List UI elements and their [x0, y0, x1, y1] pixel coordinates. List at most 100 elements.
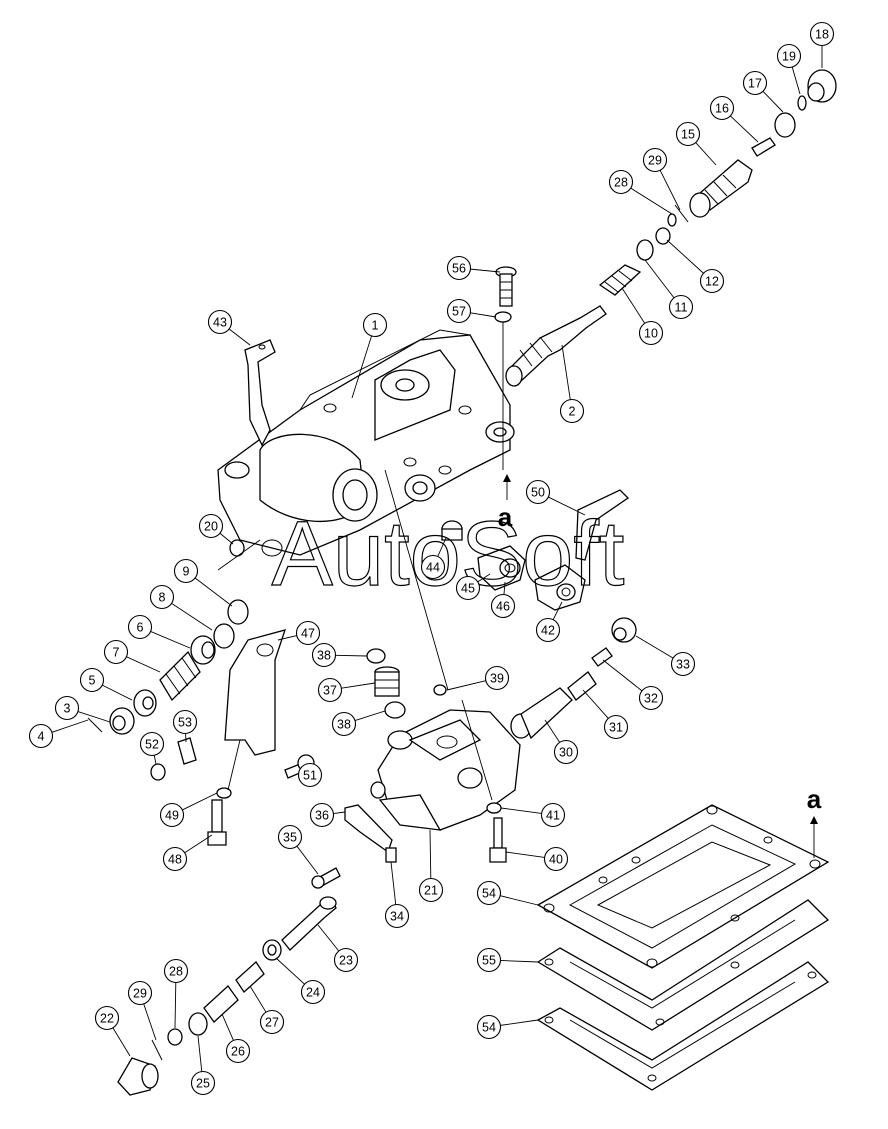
- callout-circle: [642, 147, 668, 173]
- callout-number: 38: [317, 649, 331, 663]
- callout-circle: [163, 958, 189, 984]
- callout-10: 10: [621, 287, 664, 346]
- callout-circle: [331, 711, 357, 737]
- bolt-48: [207, 799, 227, 846]
- callout-number: 25: [196, 1077, 210, 1091]
- callout-number: 45: [461, 582, 475, 596]
- collar-17: [774, 112, 796, 138]
- callout-leader: [296, 845, 319, 875]
- fitting-20b: [261, 539, 283, 557]
- callout-34: 34: [384, 861, 410, 929]
- valve-body-21: [370, 709, 521, 831]
- fitting-45-46: [477, 545, 526, 591]
- callout-28: 28: [163, 958, 189, 1029]
- callout-number: 56: [452, 262, 466, 276]
- callout-circle: [127, 980, 153, 1006]
- callout-number: 34: [390, 910, 404, 924]
- callout-28: 28: [608, 169, 673, 215]
- control-shaft: [505, 305, 607, 387]
- callout-number: 54: [482, 887, 496, 901]
- callout-number: 19: [782, 50, 796, 64]
- plug-33: [611, 617, 637, 643]
- callout-leader: [500, 895, 539, 906]
- pin-29-upper: [674, 204, 689, 223]
- callout-number: 48: [168, 853, 182, 867]
- callout-21: 21: [418, 829, 444, 903]
- callout-24: 24: [275, 957, 326, 1005]
- callout-55: 55: [476, 947, 539, 973]
- callout-leader: [548, 496, 586, 516]
- callout-circle: [709, 95, 735, 121]
- callout-52: 52: [139, 731, 165, 765]
- spring-31: [567, 671, 597, 701]
- washer-8: [213, 623, 235, 649]
- callout-leader: [197, 1035, 203, 1072]
- callout-26: 26: [221, 1013, 251, 1064]
- callout-leader: [143, 1003, 157, 1041]
- callout-23: 23: [317, 924, 359, 973]
- callout-number: 8: [159, 591, 166, 605]
- washer-57: [494, 311, 512, 323]
- callout-19: 19: [776, 43, 802, 95]
- callout-leader: [552, 601, 563, 620]
- callout-circle: [446, 298, 472, 324]
- callout-circle: [638, 320, 664, 346]
- callout-circle: [540, 802, 566, 828]
- ring-28-lower: [167, 1028, 183, 1046]
- callout-circle: [162, 846, 188, 872]
- callout-leader: [249, 985, 267, 1013]
- callout-30: 30: [544, 719, 579, 765]
- callout-circle: [553, 739, 579, 765]
- callout-number: 12: [705, 275, 719, 289]
- callout-leader: [184, 834, 213, 854]
- bracket-36: [344, 804, 393, 854]
- plug-22: [117, 1057, 159, 1096]
- part-callouts: 1234567891011121516171819202122232425262…: [28, 21, 835, 1096]
- callout-20: 20: [198, 513, 234, 545]
- callout-number: 36: [315, 809, 329, 823]
- callout-41: 41: [500, 802, 566, 828]
- callout-5: 5: [79, 667, 133, 701]
- callout-circle: [198, 513, 224, 539]
- callout-circle: [543, 846, 569, 872]
- callout-circle: [297, 762, 323, 788]
- callout-leader: [102, 684, 133, 701]
- callout-leader: [659, 170, 681, 211]
- callout-leader: [470, 268, 501, 273]
- callout-circle: [603, 714, 629, 740]
- callout-leader: [228, 328, 251, 346]
- nut-52: [150, 763, 166, 781]
- callout-number: 11: [675, 301, 688, 315]
- callout-57: 57: [446, 298, 497, 324]
- ring-28-upper: [667, 213, 677, 227]
- callout-leader: [470, 312, 497, 318]
- callout-number: 24: [306, 986, 320, 1000]
- spring-10: [598, 264, 642, 296]
- callout-number: 29: [133, 987, 147, 1001]
- callout-number: 33: [676, 658, 690, 672]
- pin-4: [87, 717, 103, 733]
- callout-4: 4: [28, 719, 89, 749]
- callout-leader: [602, 659, 643, 692]
- callout-leader: [341, 682, 376, 689]
- callout-9: 9: [173, 558, 233, 607]
- callout-leader: [112, 1027, 131, 1057]
- gasket-54-upper: [536, 804, 830, 969]
- callout-circle: [638, 685, 664, 711]
- callout-leader: [317, 924, 340, 952]
- callout-number: 32: [644, 692, 658, 706]
- callout-circle: [309, 802, 335, 828]
- callout-leader: [477, 573, 491, 583]
- spring-37: [374, 666, 400, 697]
- part-drawings: [87, 69, 837, 1096]
- callout-11: 11: [644, 259, 694, 320]
- callout-circle: [295, 620, 321, 646]
- callout-circle: [28, 723, 54, 749]
- callout-leader: [544, 719, 561, 743]
- callout-number: 43: [213, 316, 227, 330]
- washer-11: [636, 239, 654, 261]
- watermark: AutoSoft: [272, 503, 625, 605]
- o-ring-19: [797, 95, 807, 111]
- callout-29: 29: [642, 147, 681, 211]
- callout-circle: [675, 121, 701, 147]
